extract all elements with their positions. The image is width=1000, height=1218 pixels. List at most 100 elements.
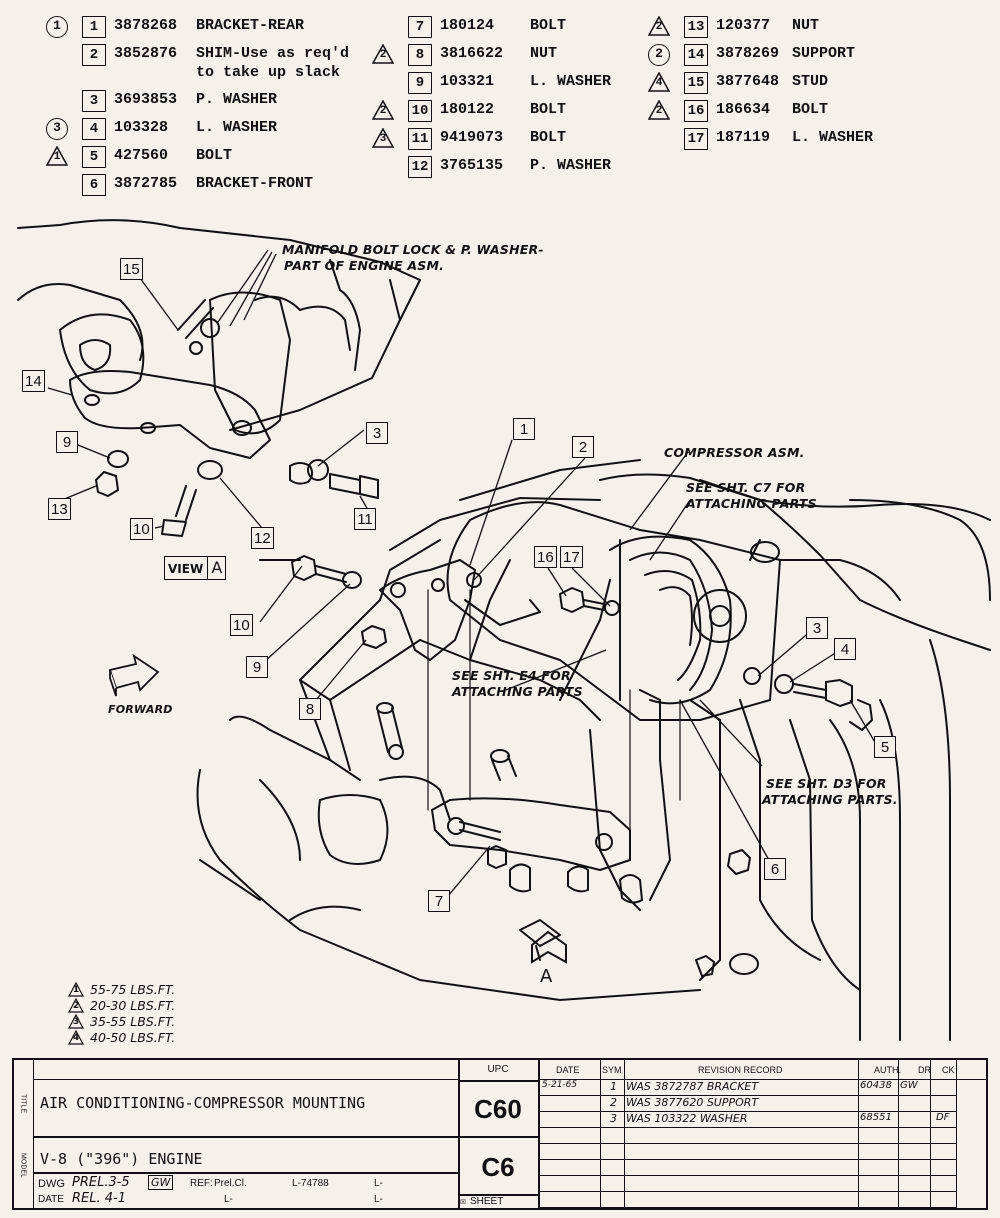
upc-header: UPC xyxy=(487,1064,509,1075)
title-top-row xyxy=(34,1060,458,1080)
rev-auth: 68551 xyxy=(860,1112,892,1123)
upc-header-rule xyxy=(458,1080,538,1082)
callout-9b: 9 xyxy=(246,656,268,678)
rev-record: WAS 3872787 BRACKET xyxy=(626,1080,759,1093)
part-description: BOLT xyxy=(530,129,567,146)
part-number: 186634 xyxy=(716,101,771,118)
revision-row xyxy=(538,1128,956,1144)
dwg-label: DWG xyxy=(38,1178,65,1190)
torque-triangle-number: 2 xyxy=(655,105,663,117)
revision-row xyxy=(538,1160,956,1176)
note-manifold: MANIFOLD BOLT LOCK & P. WASHER- PART OF … xyxy=(282,242,544,274)
part-description: BRACKET-FRONT xyxy=(196,175,314,192)
part-description: NUT xyxy=(792,17,820,34)
torque-value: 55-75 LBS.FT. xyxy=(90,982,176,997)
view-a-arrow-letter: A xyxy=(540,966,553,987)
rev-header-dr: DR xyxy=(918,1065,931,1075)
callout-12: 12 xyxy=(251,527,274,549)
ref-l3: L- xyxy=(224,1194,233,1205)
callout-5: 5 xyxy=(874,736,896,758)
revision-row xyxy=(538,1176,956,1192)
side-title-label: TITLE xyxy=(19,1093,27,1114)
dwg-value: PREL.3-5 xyxy=(72,1175,130,1190)
torque-number: 1 xyxy=(72,985,80,995)
revision-row xyxy=(538,1192,956,1208)
part-description: STUD xyxy=(792,73,829,90)
item-number: 15 xyxy=(684,72,708,94)
rev-header-date: DATE xyxy=(556,1065,580,1075)
torque-number: 2 xyxy=(72,1001,80,1011)
note-see-c7-line1: SEE SHT. C7 FOR xyxy=(686,480,806,495)
note-see-e4-line1: SEE SHT. E4 FOR xyxy=(452,668,571,683)
part-number: 3878268 xyxy=(114,17,178,34)
rev-sym: 3 xyxy=(610,1112,617,1125)
callout-3a: 3 xyxy=(366,422,388,444)
part-number: 3877648 xyxy=(716,73,780,90)
note-forward: FORWARD xyxy=(108,703,173,716)
rev-header-ck: CK xyxy=(942,1065,955,1075)
part-description: L. WASHER xyxy=(792,129,874,146)
note-manifold-line2: PART OF ENGINE ASM. xyxy=(284,258,445,273)
ref-label: REF: xyxy=(190,1178,213,1189)
part-description: P. WASHER xyxy=(530,157,612,174)
item-number: 11 xyxy=(408,128,432,150)
note-compressor: COMPRESSOR ASM. xyxy=(664,445,805,460)
torque-triangle-icon: 2 xyxy=(372,100,394,120)
ref-l2: L- xyxy=(374,1178,383,1189)
rev-record: WAS 103322 WASHER xyxy=(626,1112,748,1125)
torque-number: 3 xyxy=(72,1017,80,1027)
note-see-d3: SEE SHT. D3 FOR ATTACHING PARTS. xyxy=(762,776,898,808)
callout-13: 13 xyxy=(48,498,71,520)
part-description: SHIM-Use as req'd xyxy=(196,45,350,62)
part-number: 103321 xyxy=(440,73,495,90)
torque-value: 40-50 LBS.FT. xyxy=(90,1030,176,1045)
part-description: BOLT xyxy=(530,101,567,118)
part-description: BRACKET-REAR xyxy=(196,17,305,34)
note-see-c7-line2: ATTACHING PARTS xyxy=(686,496,817,511)
part-number: 9419073 xyxy=(440,129,504,146)
date-label: DATE xyxy=(38,1194,64,1205)
item-number: 13 xyxy=(684,16,708,38)
callout-10a: 10 xyxy=(130,518,153,540)
rev-header-auth: AUTH. xyxy=(874,1065,901,1075)
ref-l4: L- xyxy=(374,1194,383,1205)
torque-number: 4 xyxy=(72,1033,80,1043)
part-number: 180122 xyxy=(440,101,495,118)
item-number: 7 xyxy=(408,16,432,38)
item-number: 1 xyxy=(82,16,106,38)
torque-triangle-number: 1 xyxy=(53,151,61,163)
item-number: 16 xyxy=(684,100,708,122)
part-description: L. WASHER xyxy=(530,73,612,90)
note-circle-icon: 3 xyxy=(46,118,68,140)
part-description: L. WASHER xyxy=(196,119,278,136)
view-a-text: VIEW xyxy=(168,562,204,576)
note-see-d3-line1: SEE SHT. D3 FOR xyxy=(766,776,887,791)
torque-value: 35-55 LBS.FT. xyxy=(90,1014,176,1029)
part-number: 3878269 xyxy=(716,45,780,62)
callout-17: 17 xyxy=(560,546,583,568)
callout-14: 14 xyxy=(22,370,45,392)
torque-triangle-number: 4 xyxy=(655,77,663,89)
revision-column-rule xyxy=(858,1060,859,1208)
view-a-letter: A xyxy=(207,557,222,579)
callout-11: 11 xyxy=(354,508,376,530)
torque-triangle-number: 3 xyxy=(379,133,387,145)
note-see-d3-line2: ATTACHING PARTS. xyxy=(762,792,898,807)
side-model-label: MODEL xyxy=(19,1153,27,1178)
ref-value: Prel.Cl. xyxy=(214,1178,247,1189)
callout-6: 6 xyxy=(764,858,786,880)
upc-right-rule xyxy=(538,1060,540,1210)
